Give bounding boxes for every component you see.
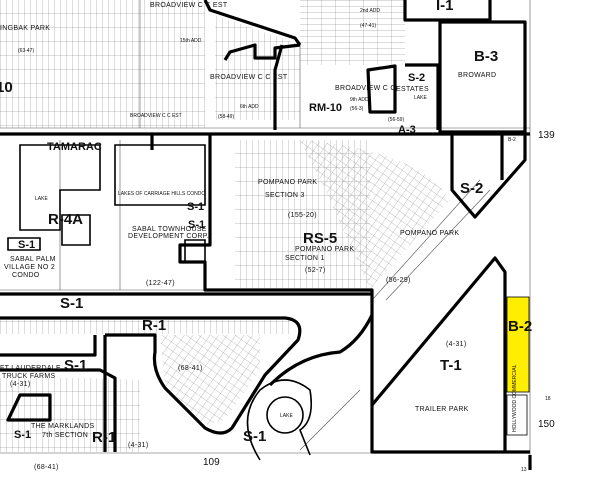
zone-s1-south: S-1 [243, 428, 266, 445]
zoning-boundaries [0, 0, 532, 470]
pompano3-1: POMPANO PARK [258, 179, 317, 186]
zone-rs5: RS-5 [303, 230, 337, 247]
pompano3-plat: (155-20) [288, 212, 317, 219]
marklands-2: 7th SECTION [42, 432, 88, 439]
section-13: 13 [521, 467, 527, 473]
sabal-palm-2: VILLAGE NO 2 [4, 264, 55, 271]
zone-r4a: R-4A [48, 211, 83, 228]
highlighted-parcel-b2[interactable] [506, 296, 530, 393]
zone-rm10: RM-10 [309, 102, 342, 114]
broadview-mid: BROADVIEW C C EST [210, 74, 288, 81]
tamarac-label: TAMARAC [47, 141, 102, 153]
zone-i1: I-1 [436, 0, 454, 14]
lake-label: LAKE [280, 413, 293, 419]
hollywood-commercial-parcel [506, 394, 528, 436]
estates-lake-label: LAKE [414, 95, 427, 101]
broadview-2nd-plat: (47-41) [360, 23, 376, 29]
section-139: 139 [538, 130, 555, 141]
broadview-6th-plat: (58-49) [218, 114, 234, 120]
zone-r1-strip: R-1 [142, 317, 166, 334]
sabal-palm-3: CONDO [12, 272, 40, 279]
section-18: 18 [545, 396, 551, 402]
pompano-east: POMPANO PARK [400, 230, 459, 237]
section-150: 150 [538, 419, 555, 430]
pompano1-1: POMPANO PARK [295, 246, 354, 253]
pompano-east-plat: (56-29) [386, 277, 411, 284]
truck-farms-1: FT LAUDERDALE [0, 365, 61, 372]
park-nw: INGBAK PARK [0, 25, 50, 32]
section-numbers: 139 150 109 13 18 [203, 130, 555, 473]
marklands-plat: (68-41) [34, 464, 59, 471]
section-109: 109 [203, 457, 220, 468]
lakes-carriage-label: LAKES OF CARRIAGE HILLS CONDO [118, 191, 205, 197]
zone-b2-highlight: B-2 [508, 318, 532, 335]
marklands-1: THE MARKLANDS [31, 423, 94, 430]
zone-t1: T-1 [440, 357, 462, 374]
hollywood-commercial-label: HOLLYWOOD COMMERCIAL [512, 364, 518, 432]
a3-plat: (56-59) [388, 117, 404, 123]
truck-farms-plat: (4-31) [10, 381, 30, 388]
trailer-park-label: TRAILER PARK [415, 406, 469, 413]
zone-s1-tamarac: S-1 [18, 239, 35, 251]
zone-s1-strip: S-1 [60, 295, 83, 312]
tamarac-lake: LAKE [35, 196, 48, 202]
zone-b2-small: B-2 [508, 137, 516, 143]
sabal-townhouse-1: SABAL TOWNHOUSE [132, 226, 207, 233]
broadview-south: BROADVIEW C C EST [130, 113, 182, 119]
zone-rm10-left: 10 [0, 79, 13, 96]
sabal-palm-1: SABAL PALM [10, 256, 56, 263]
truck-farms-2: TRUCK FARMS [2, 373, 55, 380]
zone-s1-sabal-2: S-1 [188, 219, 205, 231]
zone-s2-estates: S-2 [408, 72, 425, 84]
zone-s1-sabal: S-1 [187, 201, 204, 213]
broadview-9th-add: 9th ADD [350, 97, 369, 103]
t1-plat: (4-31) [446, 341, 466, 348]
subdivision-labels: BROADVIEW C C EST 2nd ADD (47-41) 15th A… [0, 2, 469, 471]
zone-b3: B-3 [474, 48, 498, 65]
zone-s1-marklands: S-1 [14, 429, 31, 441]
zone-a3: A-3 [398, 124, 416, 136]
broadview-top: BROADVIEW C C EST [150, 2, 228, 9]
broward-label: BROWARD [458, 72, 496, 79]
pompano1-plat: (52-7) [305, 267, 325, 274]
broadview-15th: 15th ADD [180, 38, 202, 44]
zone-labels: I-1 B-3 BROWARD S-2 ESTATES LAKE A-3 (56… [0, 0, 532, 446]
zone-s1-truck: S-1 [64, 357, 87, 374]
sabal-townhouse-2: DEVELOPMENT CORP. [128, 233, 209, 240]
estates-label: ESTATES [396, 86, 429, 93]
zone-s2-east: S-2 [460, 180, 483, 197]
south-plat: (4-31) [128, 442, 148, 449]
lake-circle-feature: LAKE [246, 379, 313, 461]
broadview-6th: 6th ADD [240, 104, 259, 110]
broadview-9th: BROADVIEW C C [335, 85, 396, 92]
broadview-2nd: 2nd ADD [360, 8, 380, 14]
pompano3-2: SECTION 3 [265, 192, 305, 199]
strip-plat: (68-41) [178, 365, 203, 372]
broadview-9th-plat: (56-3) [350, 106, 364, 112]
zone-r1-south: R-1 [92, 429, 116, 446]
sabal-plat: (122-47) [146, 280, 175, 287]
park-nw-plat: (63-47) [18, 48, 34, 54]
pompano1-2: SECTION 1 [285, 255, 325, 262]
